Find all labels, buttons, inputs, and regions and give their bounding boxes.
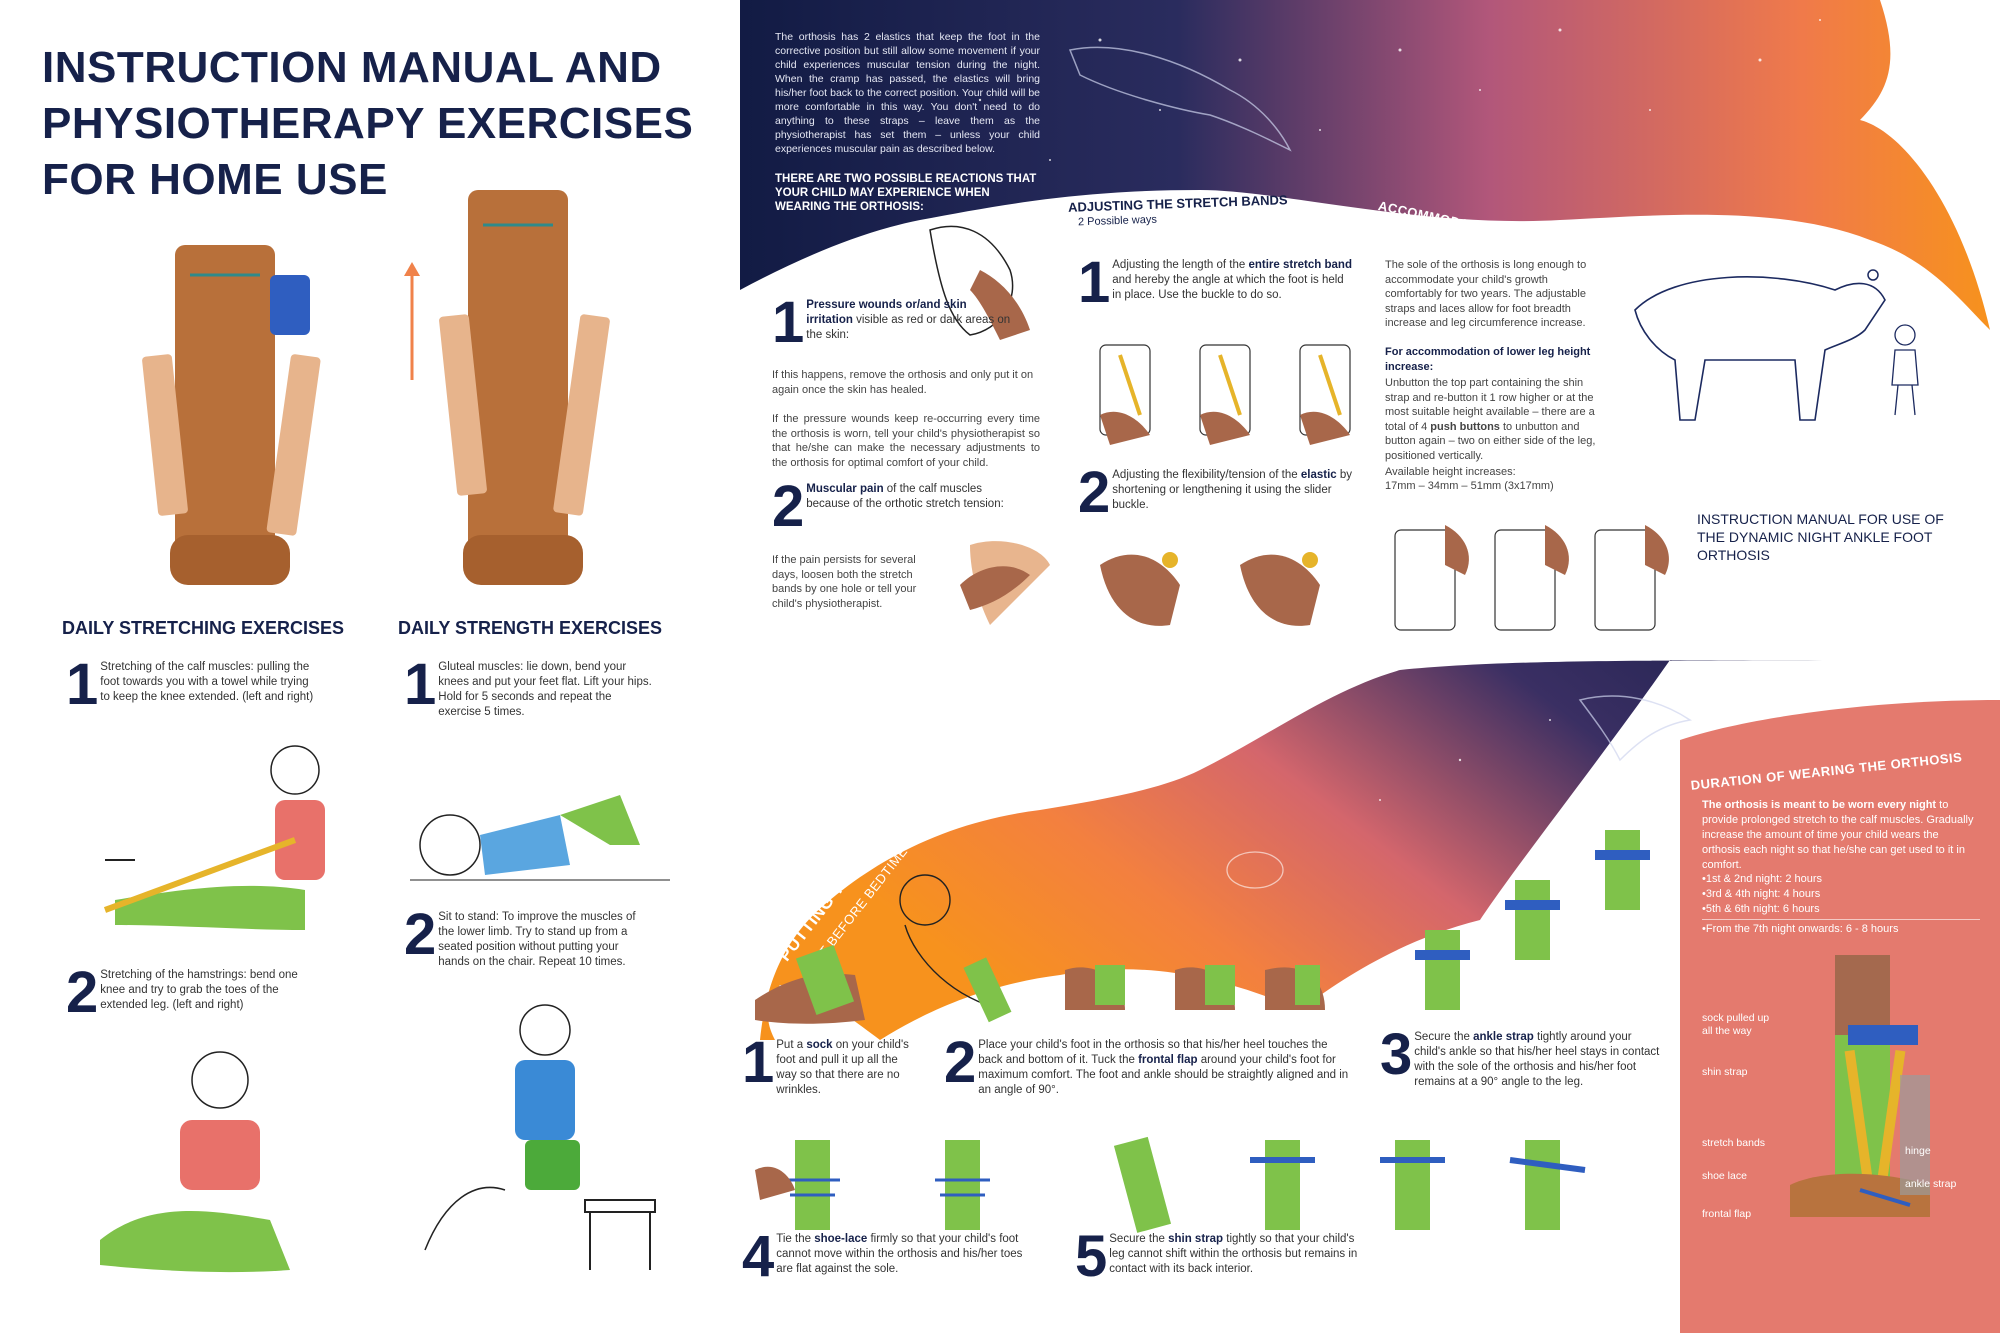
reaction-1-p1: If this happens, remove the orthosis and… bbox=[772, 369, 1034, 396]
child-illustration bbox=[1891, 324, 1919, 416]
strength-step-1: 1 Gluteal muscles: lie down, bend your k… bbox=[404, 652, 652, 719]
duration-schedule: •1st & 2nd night: 2 hours •3rd & 4th nig… bbox=[1702, 872, 1980, 937]
page-title: INSTRUCTION MANUAL AND PHYSIOTHERAPY EXE… bbox=[42, 40, 722, 208]
stretch-step-1: 1 Stretching of the calf muscles: pullin… bbox=[66, 652, 314, 717]
bottom-wave bbox=[760, 660, 2000, 1040]
whale-shark-art bbox=[1068, 46, 1292, 152]
adjust-1-illustrations bbox=[1099, 344, 1351, 445]
calf-pain-illustration bbox=[960, 541, 1050, 625]
stretching-heading: DAILY STRETCHING EXERCISES bbox=[62, 618, 345, 638]
hand-foot-illustration bbox=[929, 225, 1030, 340]
intro-paragraph: The orthosis has 2 elastics that keep th… bbox=[775, 31, 1040, 155]
putting-on-illustrations bbox=[755, 830, 1650, 1024]
label-ankle-strap: ankle strap bbox=[1905, 1178, 1957, 1190]
title-line-1: INSTRUCTION MANUAL AND bbox=[42, 43, 662, 92]
put-step-2: 2 Place your child's foot in the orthosi… bbox=[944, 1030, 1349, 1097]
growth-button-illustrations bbox=[1394, 525, 1669, 631]
reactions-heading: THERE ARE TWO POSSIBLE REACTIONS THAT YO… bbox=[775, 173, 1037, 213]
adjust-step-2: 2 Adjusting the flexibility/tension of t… bbox=[1078, 460, 1353, 525]
schedule-item: •From the 7th night onwards: 6 - 8 hours bbox=[1702, 919, 1980, 937]
title-line-2: PHYSIOTHERAPY EXERCISES bbox=[42, 99, 694, 148]
reaction-1: 1 Pressure wounds or/and skin irritation… bbox=[772, 290, 1011, 355]
strength-bridge-illustration bbox=[410, 795, 670, 881]
manta-ray-art bbox=[1578, 695, 1692, 762]
growth-h2: For accommodation of lower leg height in… bbox=[1385, 346, 1591, 373]
manual-title: INSTRUCTION MANUAL FOR USE OF THE DYNAMI… bbox=[1697, 511, 1944, 563]
growth-p4: 17mm – 34mm – 51mm (3x17mm) bbox=[1385, 480, 1554, 492]
reaction-2: 2 Muscular pain of the calf muscles beca… bbox=[772, 474, 1004, 539]
label-sock: sock pulled up all the way bbox=[1702, 1012, 1770, 1037]
put-step-5: 5 Secure the shin strap tightly so that … bbox=[1075, 1224, 1358, 1289]
orthosis-diagram bbox=[1790, 955, 1930, 1217]
adjust-2-illustrations bbox=[1100, 552, 1320, 626]
turtle-art bbox=[1226, 851, 1284, 889]
stretch-hamstring-illustration bbox=[100, 1051, 290, 1273]
put-step-4: 4 Tie the shoe-lace firmly so that your … bbox=[742, 1224, 1023, 1289]
lace-and-strap-illustrations bbox=[755, 1136, 1586, 1233]
schedule-item: •3rd & 4th night: 4 hours bbox=[1702, 888, 1821, 900]
reaction-1-p2: If the pressure wounds keep re-occurring… bbox=[772, 413, 1040, 469]
label-shin-strap: shin strap bbox=[1702, 1066, 1748, 1078]
adjust-step-1: 1 Adjusting the length of the entire str… bbox=[1078, 250, 1352, 315]
orthosis-photo-front bbox=[142, 245, 321, 585]
growth-p3: Available height increases: bbox=[1385, 466, 1516, 478]
orthosis-photo-extended bbox=[439, 190, 610, 585]
schedule-item: •5th & 6th night: 6 hours bbox=[1702, 903, 1820, 915]
schedule-item: •1st & 2nd night: 2 hours bbox=[1702, 873, 1823, 885]
growth-p1: The sole of the orthosis is long enough … bbox=[1385, 259, 1587, 329]
put-step-3: 3 Secure the ankle strap tightly around … bbox=[1380, 1022, 1660, 1089]
stretch-calf-illustration bbox=[103, 745, 325, 930]
strength-step-2: 2 Sit to stand: To improve the muscles o… bbox=[404, 902, 636, 969]
label-hinge: hinge bbox=[1905, 1145, 1931, 1157]
reaction-2-p1: If the pain persists for several days, l… bbox=[772, 554, 917, 610]
label-frontal-flap: frontal flap bbox=[1702, 1208, 1752, 1220]
strength-heading: DAILY STRENGTH EXERCISES bbox=[398, 618, 663, 638]
zebu-illustration bbox=[1634, 269, 1886, 421]
growth-p2: Unbutton the top part containing the shi… bbox=[1385, 377, 1596, 462]
arrow-up-icon bbox=[404, 262, 420, 380]
title-line-3: FOR HOME USE bbox=[42, 155, 388, 204]
label-stretch-bands: stretch bands bbox=[1702, 1137, 1766, 1149]
top-wave bbox=[740, 0, 1990, 330]
label-shoe-lace: shoe lace bbox=[1702, 1170, 1747, 1182]
put-step-1: 1 Put a sock on your child's foot and pu… bbox=[742, 1030, 909, 1097]
stretch-step-2: 2 Stretching of the hamstrings: bend one… bbox=[66, 960, 298, 1025]
duration-text: The orthosis is meant to be worn every n… bbox=[1702, 799, 1974, 871]
sit-to-stand-illustration bbox=[424, 1004, 656, 1270]
